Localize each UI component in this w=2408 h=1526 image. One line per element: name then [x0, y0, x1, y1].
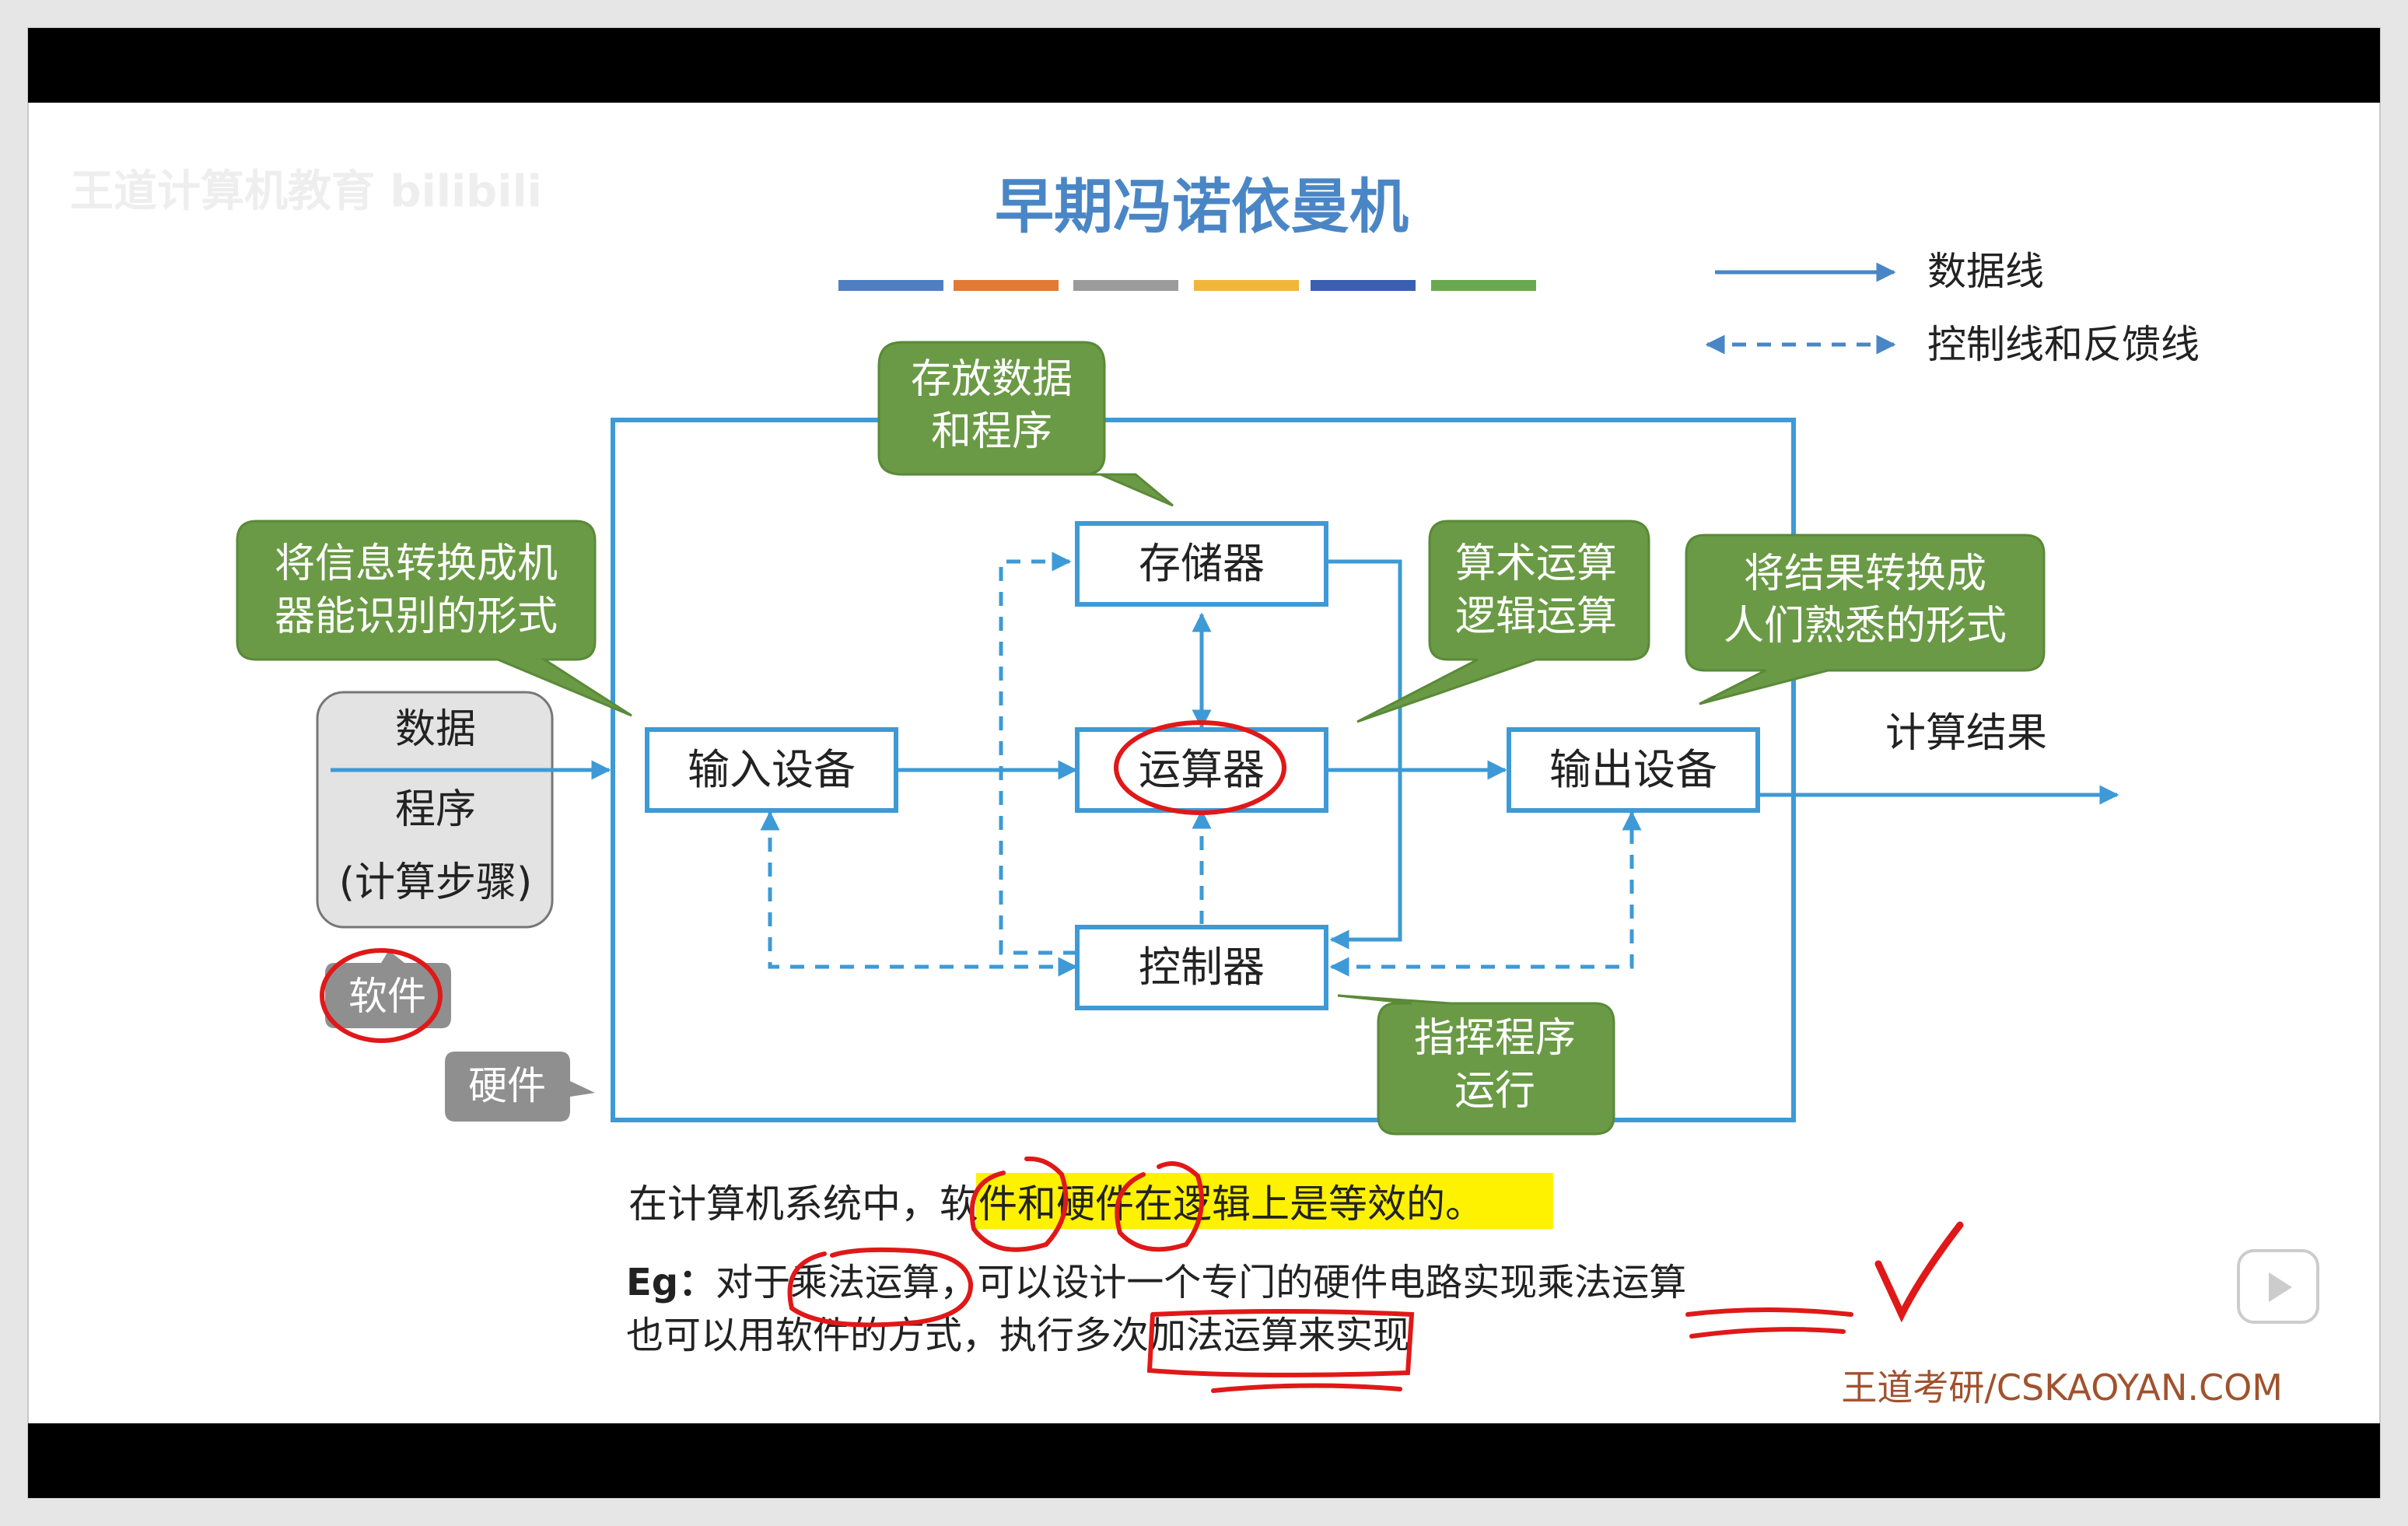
control-label: 控制器: [1139, 943, 1265, 992]
software-line-program: 程序: [395, 786, 476, 833]
output-label: 输出设备: [1549, 745, 1717, 794]
line1-prefix: 在计算机系统中，: [628, 1181, 940, 1227]
callout-alu-line1: 算术运算: [1455, 541, 1617, 587]
hardware-tag: 硬件: [445, 1052, 595, 1122]
legend: 数据线 控制线和反馈线: [1705, 249, 2200, 367]
output-device: 输出设备: [1507, 727, 1760, 813]
callout-input-line1: 将信息转换成机: [275, 541, 558, 587]
title-color-bar: [838, 280, 1536, 291]
callout-memory: 存放数据 和程序: [877, 341, 1174, 507]
callout-output-line1: 将结果转换成: [1744, 551, 1986, 597]
software-tag-label: 软件: [348, 974, 426, 1019]
line3-a: 也可以用软件的方式，执行: [626, 1314, 1074, 1357]
play-icon: [2269, 1272, 2292, 1302]
circle-alu: [1114, 720, 1286, 815]
highlight-bar: [976, 1173, 1553, 1229]
circle-line1-hardware: [1115, 1161, 1204, 1252]
input-device: 输入设备: [645, 727, 898, 813]
video-bottom-bar: [28, 1423, 2380, 1498]
underline-multiply-2: [1689, 1327, 1846, 1339]
line1-hardware: 硬件: [1056, 1181, 1134, 1227]
bottom-line-3: 也可以用软件的方式，执行多次加法运算来实现: [626, 1314, 1410, 1357]
video-top-bar: [28, 28, 2380, 103]
line3-add: 多次加法运算: [1074, 1314, 1298, 1357]
callout-control: 指挥程序 运行: [1337, 994, 1615, 1136]
circle-multiply: [787, 1247, 974, 1328]
callout-memory-line2: 和程序: [931, 408, 1052, 455]
memory-unit: 存储器: [1075, 521, 1328, 607]
software-line-data: 数据: [395, 706, 476, 753]
legend-dashed-label: 控制线和反馈线: [1927, 322, 2200, 367]
computer-frame: [611, 418, 1796, 1122]
bottom-line-1: 在计算机系统中，软件和硬件在逻辑上是等效的。: [628, 1181, 1484, 1227]
line3-b: 来实现: [1298, 1314, 1410, 1357]
line1-rest: 在逻辑上是等效的: [1134, 1181, 1445, 1227]
callout-input: 将信息转换成机 器能识别的形式: [236, 520, 632, 717]
pen-annotations: [320, 720, 1964, 1393]
legend-solid-label: 数据线: [1927, 249, 2044, 294]
result-label: 计算结果: [1885, 710, 2047, 757]
callout-control-line1: 指挥程序: [1414, 1015, 1576, 1062]
hardware-tag-label: 硬件: [468, 1063, 546, 1108]
memory-label: 存储器: [1139, 539, 1265, 588]
circle-software-tag: [320, 948, 443, 1043]
software-tag: 软件: [325, 950, 451, 1028]
callout-alu-line2: 逻辑运算: [1455, 593, 1617, 640]
line2-mul1: 乘法运算: [790, 1261, 940, 1304]
control-unit: 控制器: [1075, 925, 1328, 1010]
underline-multiply: [1685, 1307, 1853, 1317]
circle-line1-software: [969, 1156, 1069, 1252]
control-lines: [760, 551, 1642, 977]
play-button[interactable]: [2237, 1249, 2319, 1324]
software-line-steps: (计算步骤): [339, 859, 533, 906]
line2-a: 对于: [716, 1261, 790, 1304]
underline-addition: [1211, 1383, 1402, 1393]
callout-output: 将结果转换成 人们熟悉的形式: [1685, 534, 2046, 705]
input-label: 输入设备: [688, 745, 856, 794]
line1-and: 和: [1017, 1181, 1056, 1227]
line1-end: 。: [1445, 1181, 1484, 1227]
alu-label: 运算器: [1139, 745, 1265, 794]
software-box: [316, 691, 554, 929]
box-addition: [1146, 1309, 1415, 1377]
callout-memory-line1: 存放数据: [911, 356, 1073, 403]
slide-title: 早期冯诺依曼机: [995, 172, 1409, 241]
callout-input-line2: 器能识别的形式: [275, 593, 558, 640]
line2-eg: Eg：: [626, 1261, 716, 1304]
callout-output-line2: 人们熟悉的形式: [1724, 603, 2007, 649]
checkmark: [1874, 1221, 1964, 1323]
callout-alu: 算术运算 逻辑运算: [1356, 520, 1650, 723]
line2-b: ，可以设计一个专门的硬件电路实现: [940, 1261, 1537, 1304]
footer-brand: 王道考研/CSKAOYAN.COM: [1841, 1367, 2283, 1409]
bottom-line-2: Eg：对于乘法运算，可以设计一个专门的硬件电路实现乘法运算: [626, 1261, 1686, 1304]
line2-mul2: 乘法运算: [1537, 1261, 1686, 1304]
callout-control-line2: 运行: [1454, 1068, 1535, 1115]
data-lines: [331, 559, 2119, 950]
watermark: 王道计算机教育 bilibili: [70, 166, 542, 217]
